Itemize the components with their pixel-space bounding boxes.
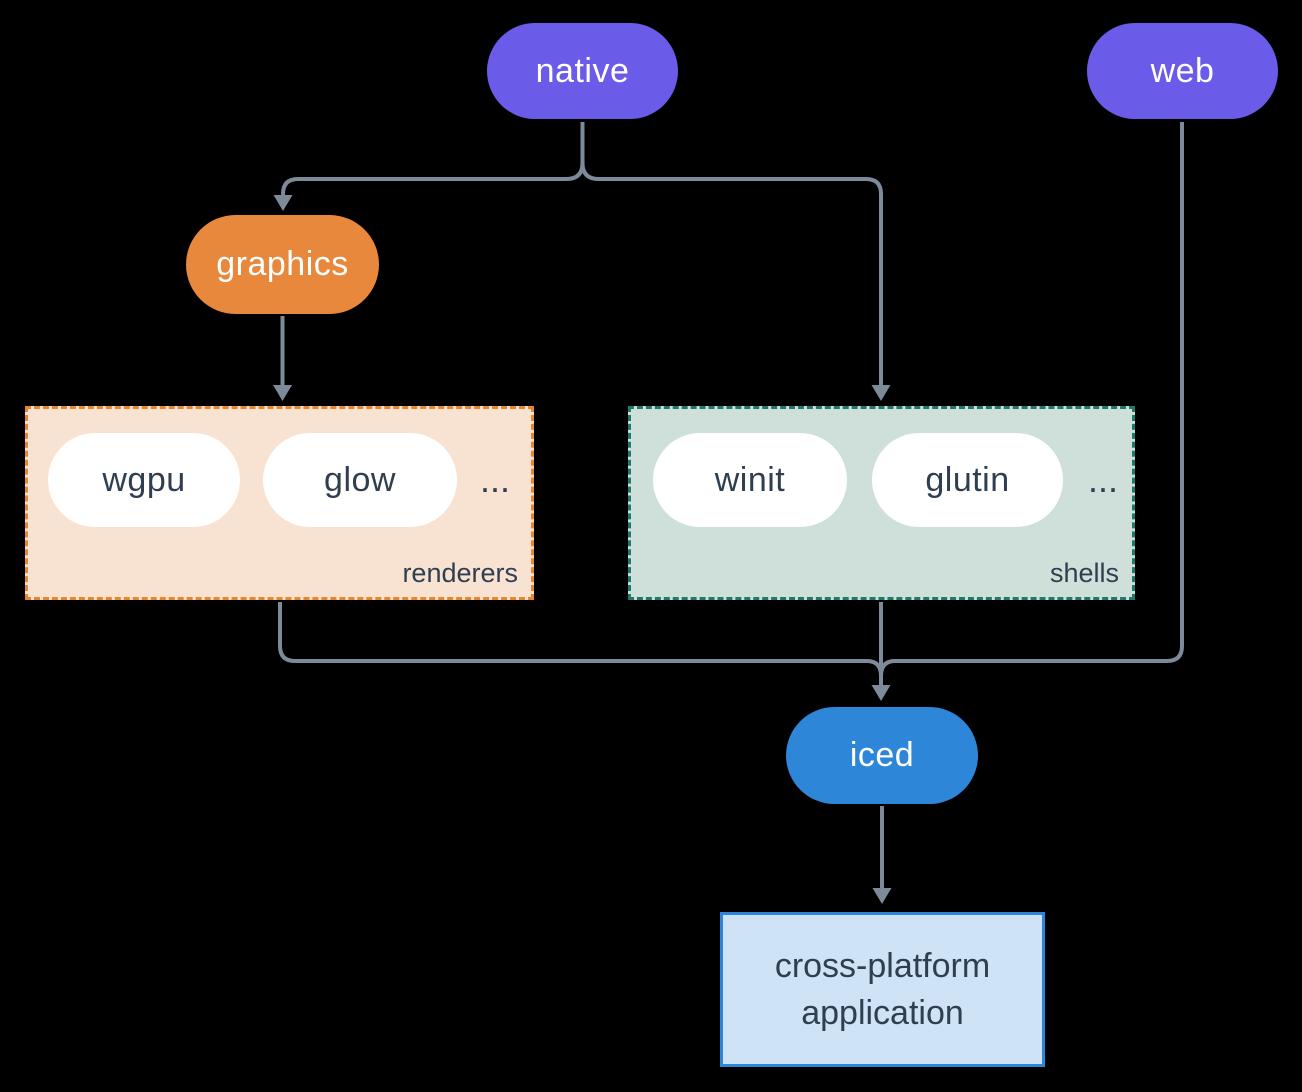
- arrowhead-app: [872, 888, 892, 904]
- edge-native-shells: [598, 177, 883, 388]
- edge-native-fillet-left: [566, 162, 585, 181]
- node-graphics: graphics: [186, 215, 379, 314]
- arrowhead-renderers: [273, 385, 292, 401]
- node-web: web: [1087, 23, 1278, 119]
- edge-renderers-iced: [278, 602, 883, 677]
- edge-native-fillet-right: [580, 162, 599, 181]
- arrowhead-graphics: [273, 195, 293, 211]
- node-wgpu: wgpu: [48, 433, 240, 527]
- renderers-ellipsis: ...: [480, 459, 511, 500]
- group-renderers: wgpu glow ... renderers: [25, 406, 534, 600]
- node-winit: winit: [653, 433, 847, 527]
- node-native: native: [487, 23, 678, 119]
- group-shells: winit glutin ... shells: [628, 406, 1135, 600]
- arrowhead-shells: [871, 385, 891, 401]
- node-cross-platform-application: cross-platform application: [720, 912, 1045, 1067]
- shells-label: shells: [1049, 558, 1119, 588]
- renderers-label: renderers: [402, 558, 518, 588]
- app-label-line2: application: [801, 993, 964, 1032]
- node-glutin: glutin: [872, 433, 1063, 527]
- edge-native-graphics: [281, 177, 567, 198]
- node-glow: glow: [263, 433, 457, 527]
- arrowhead-iced: [871, 685, 891, 701]
- app-label-line1: cross-platform: [774, 946, 991, 985]
- node-iced: iced: [786, 707, 978, 804]
- shells-ellipsis: ...: [1088, 459, 1119, 500]
